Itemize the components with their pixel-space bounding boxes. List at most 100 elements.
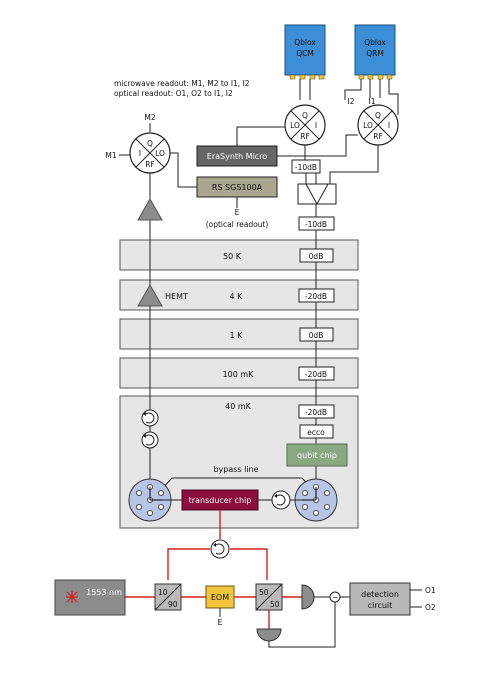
mixer-rf: RF [145,160,155,169]
port-i1: I1 [369,97,376,106]
qrm-connector [386,74,393,80]
detection-label-2: circuit [368,601,393,610]
amplifier-room-icon [137,197,163,221]
attenuator-room-1-label: -10dB [295,163,317,172]
photodetector-2-icon [256,628,282,642]
attenuator-50k [299,248,334,263]
attenuator-4k-label: -20dB [305,292,327,301]
attenuator-50k-label: 0dB [309,252,324,261]
mixer-q: Q [147,139,153,148]
mixer-qrm: Q LO I RF [357,104,399,146]
mixer-q: Q [375,111,381,120]
qcm-label-2: QCM [296,49,314,58]
hemt-amplifier-icon [137,283,163,307]
bs2-top: 50 [259,588,269,597]
wire [268,602,336,648]
erasynth-label: EraSynth Micro [207,152,268,161]
attenuator-100mk [298,366,335,381]
bypass-line-label: bypass line [213,465,258,474]
detection-label-1: detection [361,590,399,599]
attenuator-40mk [298,404,335,419]
optical-fiber [230,548,268,580]
qcm-label-1: Qblox [294,38,316,47]
mixer-lo: LO [155,149,165,158]
wire [329,145,379,185]
attenuator-room-2 [298,216,335,231]
stage-1k-label: 1 K [230,331,244,340]
optical-fiber [167,548,210,580]
ecco-label: ecco [307,428,325,437]
qubit-chip-label: qubit chip [297,451,337,460]
attenuator-40mk-label: -20dB [305,408,327,417]
qcm-connector [318,74,325,80]
qrm-connector [377,74,384,80]
mixer-rf: RF [300,132,310,141]
mixer-i: I [139,149,141,158]
qblox-qrm [354,24,396,76]
rs-sgs-label: RS SGS100A [212,183,263,192]
bs1-bottom: 90 [168,600,178,609]
readout-note-microwave: microwave readout: M1, M2 to I1, I2 [114,79,250,88]
qcm-connector [289,74,296,80]
port-o1: O1 [425,586,436,595]
hemt-label: HEMT [165,292,188,301]
stage-4k-label: 4 K [230,292,244,301]
qcm-connector [309,74,316,80]
mixer-rf: RF [373,132,383,141]
attenuator-1k-label: 0dB [309,331,324,340]
subtractor-symbol: − [332,593,339,602]
qcm-connector [299,74,306,80]
laser-star-icon [66,591,78,603]
circulator-icon [141,409,159,427]
bs1-top: 10 [158,588,168,597]
wire [388,79,399,115]
mixer-readout: Q I LO RF [129,132,171,174]
attenuator-100mk-label: -20dB [305,370,327,379]
qrm-connector [367,74,374,80]
mixer-qcm: Q LO I RF [284,104,326,146]
qubit-chip [286,443,348,467]
laser-label: 1553 nm [86,588,122,597]
bs2-bottom: 50 [270,600,280,609]
stage-50k-label: 50 K [223,252,242,261]
rf-switch-right-icon [294,478,338,522]
attenuator-4k [298,288,335,303]
mixer-lo: LO [363,121,373,130]
ecco-filter [299,424,334,439]
port-m1: M1 [105,151,116,160]
stage-100mk-label: 100 mK [223,370,255,379]
wire [344,79,362,100]
qblox-qcm [284,24,326,76]
wire [277,134,358,157]
beam-splitter-50-50 [255,583,283,611]
qrm-label-2: QRM [366,49,384,58]
attenuator-room-2-label: -10dB [305,220,327,229]
stage-40mk-label: 40 mK [225,402,252,411]
attenuator-1k [299,327,334,342]
qrm-connector [358,74,365,80]
wire [236,126,285,146]
mixer-i: I [315,121,317,130]
power-combiner [297,183,337,206]
readout-note-optical: optical readout: O1, O2 to I1, I2 [114,89,233,98]
optical-readout-label: (optical readout) [206,220,269,229]
mixer-q: Q [302,111,308,120]
transducer-chip-label: transducer chip [189,496,252,505]
detection-circuit [349,582,411,616]
port-e-top: E [235,208,240,217]
laser-source [54,579,126,616]
port-m2: M2 [144,113,155,122]
circulator-icon [141,431,159,449]
photodetector-1-icon [301,584,315,610]
port-e-bottom: E [218,618,223,627]
port-o2: O2 [425,603,436,612]
eom-label: EOM [211,593,229,602]
qrm-label-1: Qblox [364,38,386,47]
circulator-icon [271,490,291,510]
mixer-lo: LO [290,121,300,130]
port-i2: I2 [348,97,355,106]
mixer-i: I [388,121,390,130]
optical-circulator-icon [210,539,230,559]
wire [170,152,197,188]
